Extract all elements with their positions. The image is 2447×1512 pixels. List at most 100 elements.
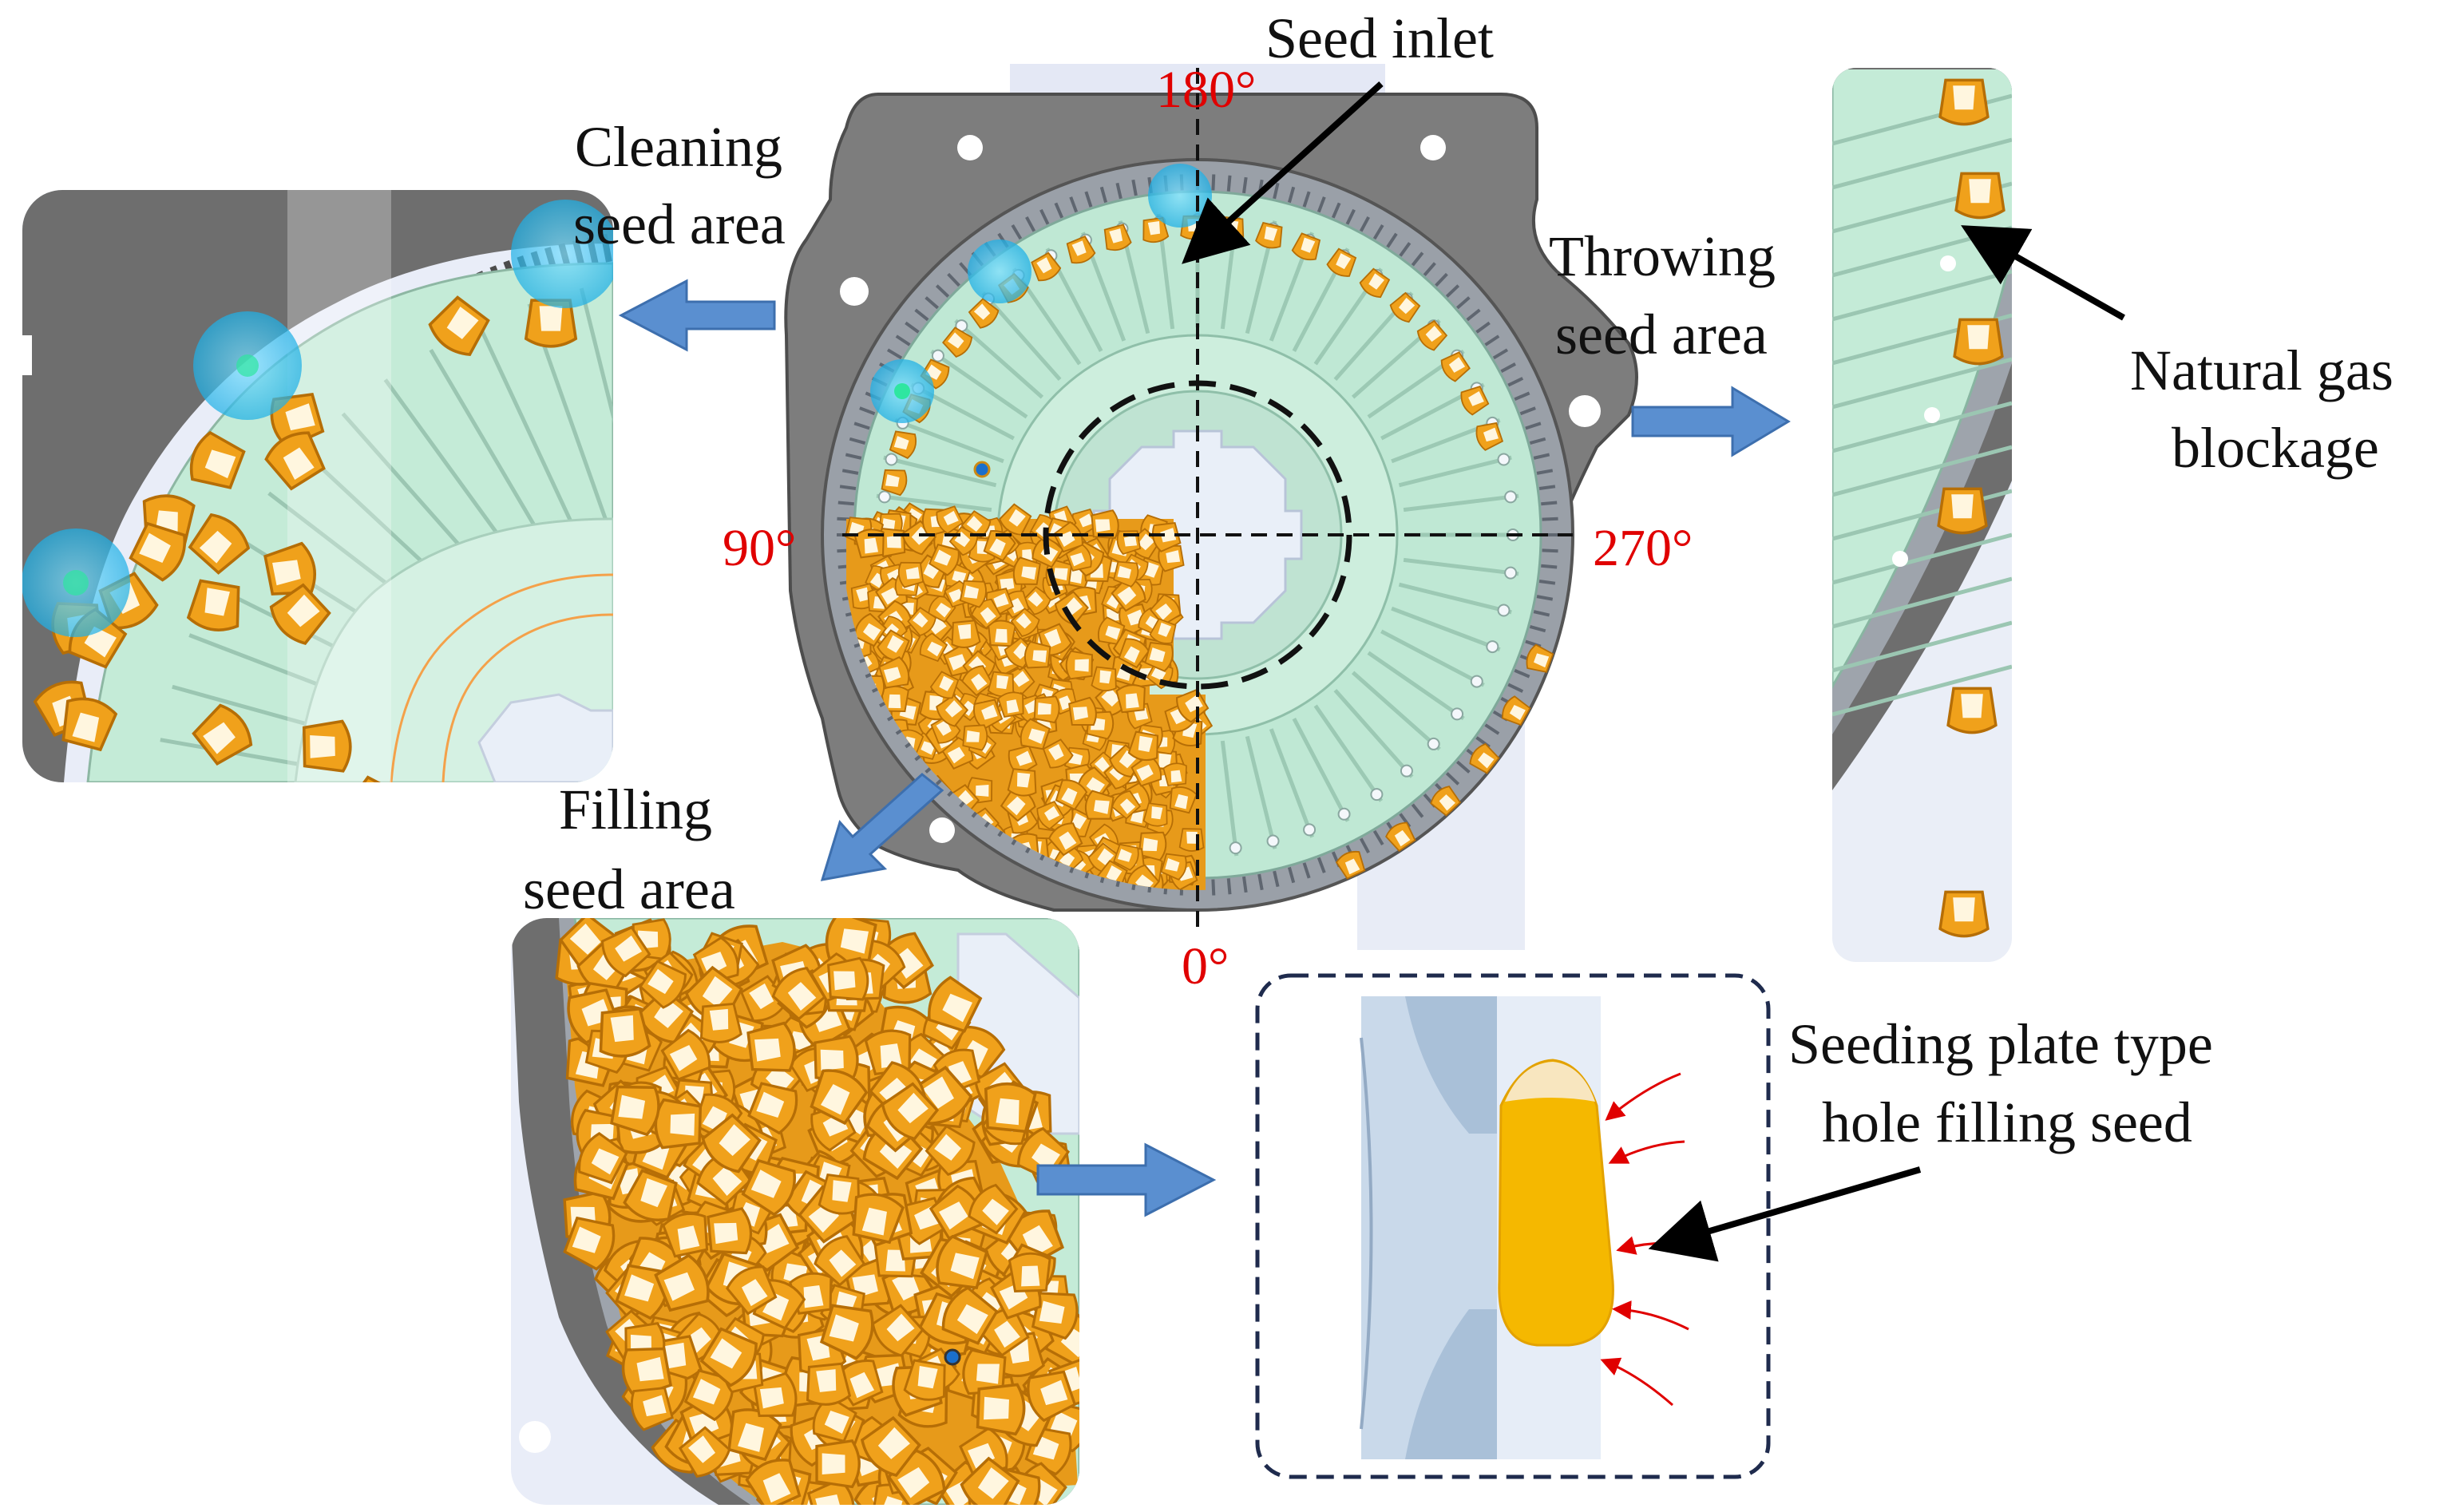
seed <box>1111 790 1142 820</box>
seed <box>881 469 908 497</box>
seed <box>660 1028 711 1082</box>
seed <box>889 430 917 459</box>
mount-hole <box>1420 135 1446 160</box>
seed <box>1178 828 1205 852</box>
seed <box>929 671 960 699</box>
seeding-plate-arrow <box>1648 1166 1922 1262</box>
seed <box>962 724 988 751</box>
seed <box>1111 576 1146 612</box>
seed <box>903 1359 946 1401</box>
seed <box>1020 718 1051 750</box>
seed <box>960 1456 1020 1505</box>
seed <box>871 1304 925 1357</box>
seed-inlet-arrow <box>1182 81 1384 264</box>
seed <box>1475 422 1504 451</box>
seed <box>815 1439 861 1489</box>
seed <box>1946 687 1998 734</box>
seed <box>1138 831 1167 861</box>
seed <box>1144 641 1174 672</box>
seed <box>1055 779 1088 811</box>
seed <box>1440 351 1471 382</box>
seed <box>1103 224 1132 251</box>
seed <box>894 866 928 890</box>
seed <box>678 1426 731 1478</box>
seed <box>1033 695 1060 724</box>
throwing-label-line1: Throwing <box>1549 224 1776 288</box>
seed <box>968 298 1000 329</box>
seed <box>1954 172 2006 220</box>
seed <box>1084 790 1115 820</box>
seed <box>752 1371 798 1418</box>
hole-filling-detail <box>1255 973 1771 1479</box>
seed <box>925 1124 976 1176</box>
seed <box>897 561 925 588</box>
seed <box>1953 318 2004 366</box>
natural-gas-arrow <box>1961 225 2125 321</box>
seed <box>976 1383 1026 1436</box>
seed <box>941 1286 999 1345</box>
seed <box>662 1213 709 1258</box>
seed <box>814 1235 866 1287</box>
seed <box>929 543 960 576</box>
seed <box>1160 853 1187 881</box>
filling-to-detail-arrow <box>1036 1142 1217 1217</box>
seed <box>936 1234 989 1289</box>
seed <box>1416 319 1448 351</box>
seed <box>1007 768 1037 797</box>
seed <box>746 1021 796 1072</box>
seed <box>701 1113 762 1174</box>
seed <box>1291 232 1321 261</box>
seed <box>1502 695 1531 726</box>
seed <box>1151 521 1182 552</box>
cleaning-label-line1: Cleaning <box>575 115 782 179</box>
filling-arrow <box>820 773 944 881</box>
corn-seed <box>1498 1059 1614 1347</box>
seed <box>907 607 936 637</box>
seed <box>610 1085 660 1137</box>
seed <box>61 697 118 752</box>
seed <box>881 1082 940 1141</box>
seed <box>1127 730 1159 762</box>
seed <box>1042 738 1074 769</box>
mount-hole <box>840 277 869 306</box>
seed <box>983 530 1016 562</box>
seed <box>877 629 910 662</box>
seed <box>1938 890 1990 938</box>
mount-hole <box>957 135 983 160</box>
seed <box>812 1395 857 1443</box>
seed <box>1430 786 1462 817</box>
seed <box>1336 850 1366 880</box>
reference-circle <box>1043 380 1352 690</box>
seed <box>1130 754 1162 787</box>
seed <box>1326 247 1357 277</box>
seed <box>263 541 317 596</box>
seed <box>428 295 490 357</box>
seed <box>692 936 739 985</box>
seed <box>1027 1370 1077 1423</box>
seeding-plate-label-line2: hole filling seed <box>1822 1090 2192 1154</box>
seed <box>1937 487 1988 535</box>
seed <box>578 1131 628 1185</box>
angle-270: 270° <box>1593 519 1693 577</box>
angle-180: 180° <box>1156 61 1256 119</box>
seed <box>1113 560 1139 588</box>
seed <box>1047 822 1083 857</box>
seed <box>962 1348 1007 1395</box>
seed <box>1162 762 1187 787</box>
seed <box>599 1007 651 1058</box>
seed <box>1031 1292 1079 1340</box>
seed <box>654 1253 710 1312</box>
seed <box>186 579 240 631</box>
hole-taper-inner <box>1360 1037 1373 1430</box>
seed <box>1091 509 1119 539</box>
seed <box>654 1098 703 1150</box>
seed <box>968 1183 1019 1235</box>
seed <box>188 513 251 575</box>
seed <box>741 1158 796 1217</box>
seeding-plate-label-line1: Seeding plate type <box>1788 1012 2213 1076</box>
angle-90: 90° <box>723 519 796 577</box>
seed <box>997 691 1024 718</box>
seed <box>129 521 187 582</box>
seed <box>524 299 578 348</box>
